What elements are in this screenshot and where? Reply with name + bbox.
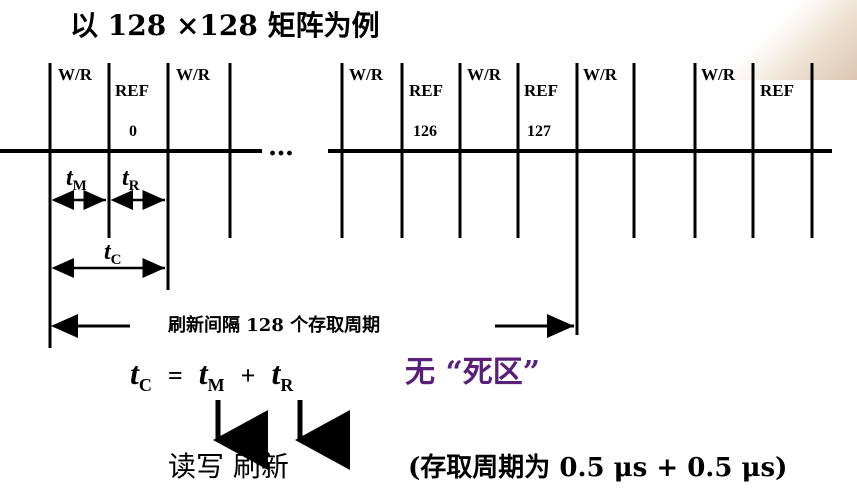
- cell-label-wr: W/R: [349, 66, 383, 83]
- cycle-note: (存取周期为 0.5 μs + 0.5 μs): [408, 455, 787, 481]
- cell-label-wr: W/R: [176, 66, 210, 83]
- ellipsis: …: [268, 134, 294, 160]
- cell-label-ref: REF: [115, 82, 149, 99]
- read-write-refresh-labels: 读写 刷新: [168, 453, 289, 481]
- ref-number: 126: [413, 124, 437, 140]
- timing-equation: tC = tM + tR: [130, 357, 293, 394]
- cell-label-ref: REF: [524, 82, 558, 99]
- cell-label-wr: W/R: [58, 66, 92, 83]
- tr-label: tR: [122, 166, 140, 194]
- cell-label-wr: W/R: [701, 66, 735, 83]
- cell-label-ref: REF: [760, 82, 794, 99]
- cell-label-wr: W/R: [467, 66, 501, 83]
- no-dead-zone-label: 无 “死区”: [405, 358, 540, 388]
- tc-label: tC: [104, 240, 122, 268]
- refresh-label: 刷新: [233, 450, 289, 483]
- refresh-interval-label: 刷新间隔 128 个存取周期: [162, 317, 386, 335]
- tm-label: tM: [66, 166, 87, 194]
- ref-number: 0: [129, 124, 137, 140]
- cell-label-wr: W/R: [583, 66, 617, 83]
- read-write-label: 读写: [168, 450, 224, 483]
- cell-label-ref: REF: [409, 82, 443, 99]
- ref-number: 127: [527, 124, 551, 140]
